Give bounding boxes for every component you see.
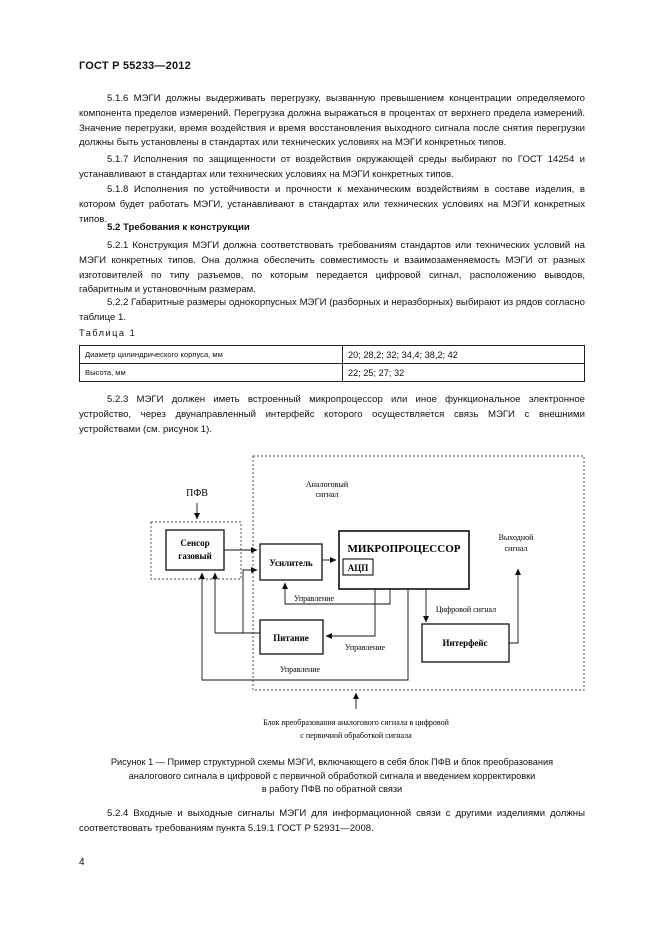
interface-label: Интерфейс bbox=[442, 638, 487, 648]
paragraph-5-1-6: 5.1.6 МЭГИ должны выдерживать перегрузку… bbox=[79, 93, 585, 149]
paragraph-5-2-2: 5.2.2 Габаритные размеры однокорпусных М… bbox=[79, 297, 585, 323]
figure-caption: Рисунок 1 — Пример структурной схемы МЭГ… bbox=[79, 756, 585, 797]
amplifier-box bbox=[259, 543, 323, 581]
power-label: Питание bbox=[273, 633, 309, 643]
figure-caption-line-2: аналогового сигнала в цифровой с первичн… bbox=[128, 770, 536, 781]
table-row: Диаметр цилиндрического корпуса, мм 20; … bbox=[79, 345, 585, 364]
output-signal-label-2: сигнал bbox=[504, 544, 527, 553]
mcu-to-power-control-arrow bbox=[325, 589, 376, 639]
pfv-block-border bbox=[150, 521, 242, 580]
amplifier-label: Усилитель bbox=[269, 558, 313, 568]
output-signal-label-1: Выходной bbox=[499, 533, 535, 542]
adc-label: АЦП bbox=[348, 563, 369, 573]
power-box bbox=[259, 619, 324, 655]
section-heading-5-2: 5.2 Требования к конструкции bbox=[107, 222, 250, 233]
document-standard-number: ГОСТ Р 55233—2012 bbox=[79, 60, 191, 72]
paragraph-5-2-4: 5.2.4 Входные и выходные сигналы МЭГИ дл… bbox=[79, 808, 585, 834]
table-cell-value: 22; 25; 27; 32 bbox=[342, 363, 585, 382]
dimensions-table: Диаметр цилиндрического корпуса, мм 20; … bbox=[79, 345, 585, 382]
block-label-2: с первичной обработкой сигнала bbox=[300, 731, 412, 740]
table-caption: Таблица 1 bbox=[79, 328, 137, 338]
control-label-1: Управление bbox=[294, 594, 335, 603]
table-row: Высота, мм 22; 25; 27; 32 bbox=[79, 363, 585, 382]
mcu-to-sensor-control-arrow bbox=[199, 572, 409, 681]
figure-caption-line-1: Рисунок 1 — Пример структурной схемы МЭГ… bbox=[110, 757, 554, 767]
paragraph-5-1-8: 5.1.8 Исполнения по устойчивости и прочн… bbox=[79, 184, 585, 225]
analog-signal-label-1: Аналоговый bbox=[306, 480, 349, 489]
pfv-label: ПФВ bbox=[186, 488, 208, 499]
paragraph-5-2-1: 5.2.1 Конструкция МЭГИ должна соответств… bbox=[79, 240, 585, 296]
analog-signal-label-2: сигнал bbox=[315, 490, 338, 499]
control-label-3: Управление bbox=[280, 665, 321, 674]
microprocessor-label: МИКРОПРОЦЕССОР bbox=[348, 543, 461, 555]
adc-box bbox=[342, 558, 374, 576]
block-label-1: Блок преобразования аналогового сигнала … bbox=[263, 718, 450, 727]
sensor-box bbox=[165, 529, 225, 571]
sensor-label-2: газовый bbox=[178, 551, 212, 561]
interface-box bbox=[421, 623, 510, 663]
mcu-to-amplifier-control-arrow bbox=[282, 582, 391, 605]
page-number: 4 bbox=[79, 857, 85, 868]
control-label-2: Управление bbox=[345, 643, 386, 652]
output-signal-arrow bbox=[509, 568, 521, 644]
power-to-amplifier-arrow bbox=[242, 567, 258, 633]
paragraph-5-1-7: 5.1.7 Исполнения по защищенности от возд… bbox=[79, 154, 585, 180]
conversion-block-border bbox=[252, 455, 585, 691]
sensor-label-1: Сенсор bbox=[180, 538, 209, 548]
paragraph-5-2-3: 5.2.3 МЭГИ должен иметь встроенный микро… bbox=[79, 394, 585, 435]
figure-caption-line-3: в работу ПФВ по обратной связи bbox=[261, 784, 403, 794]
digital-signal-label: Цифровой сигнал bbox=[436, 605, 496, 614]
